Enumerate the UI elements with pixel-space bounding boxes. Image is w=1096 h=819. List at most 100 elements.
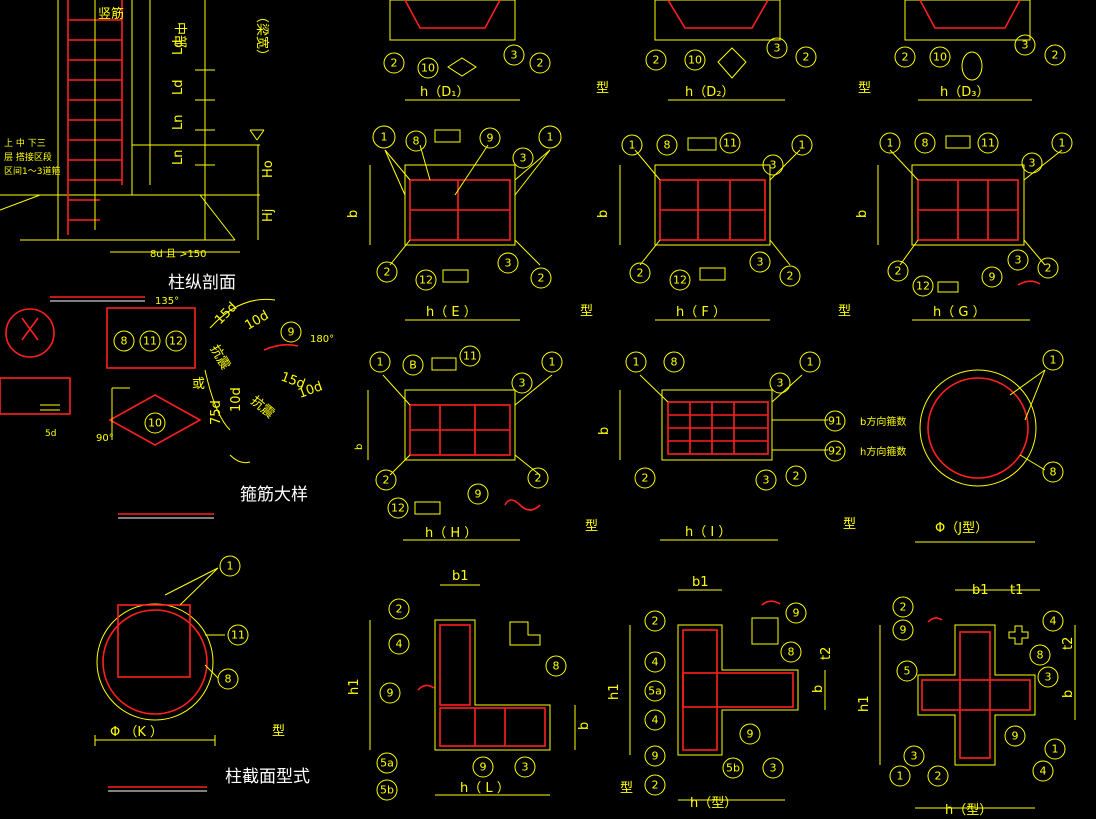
bubble-9: 9 <box>989 271 996 284</box>
label-bd: 8d 且 >150 <box>150 248 207 260</box>
title-section-types: 柱截面型式 <box>225 767 310 787</box>
bubble-9: 9 <box>1012 730 1019 743</box>
bubble-11: 11 <box>981 137 995 150</box>
bubble-9: 9 <box>900 624 907 637</box>
bubble-1: 1 <box>1050 354 1057 367</box>
bubble-3: 3 <box>763 474 770 487</box>
dim-b-f: b <box>596 210 611 218</box>
label-kang-zhen-1: 抗震 <box>207 343 233 373</box>
bubble-3: 3 <box>511 49 518 62</box>
dim-t1-x: t1 <box>1010 583 1023 598</box>
bubble-3: 3 <box>777 377 784 390</box>
bubble-4: 4 <box>1040 765 1047 778</box>
bubble-2: 2 <box>383 474 390 487</box>
label-xing-d1: 型 <box>596 81 609 96</box>
bubble-2: 2 <box>653 54 660 67</box>
bubble-3: 3 <box>911 750 918 763</box>
dim-t2-t: t2 <box>819 647 834 660</box>
dim-b-t: b <box>811 685 826 693</box>
bubble-5a: 5a <box>648 685 662 698</box>
bubble-12: 12 <box>419 274 433 287</box>
label-10d-c: 10d <box>229 387 244 412</box>
bubble-2: 2 <box>935 770 942 783</box>
bubble-5b: 5b <box>380 784 394 797</box>
section-type-d <box>389 0 1032 101</box>
bubble-12: 12 <box>391 502 405 515</box>
label-135: 135° <box>155 296 179 307</box>
bubble-10: 10 <box>148 417 162 430</box>
bubble-1: 1 <box>807 356 814 369</box>
label-zhong-bu: 中部 <box>172 22 187 48</box>
section-type-i <box>619 374 828 541</box>
bubble-1: 1 <box>547 131 554 144</box>
bubble-8: 8 <box>664 139 671 152</box>
title-i: h（ I ） <box>685 525 731 540</box>
bubble-10: 10 <box>933 51 947 64</box>
bubble-8: 8 <box>553 660 560 673</box>
label-180: 180° <box>310 334 334 345</box>
bubble-2: 2 <box>803 51 810 64</box>
label-75d: 75d <box>209 400 224 425</box>
note-mid: 层 搭接区段 <box>4 151 52 163</box>
section-type-h <box>367 357 553 541</box>
bubble-1: 1 <box>227 560 234 573</box>
bubble-2: 2 <box>637 267 644 280</box>
label-huo: 或 <box>192 377 205 392</box>
bubble-5b: 5b <box>726 762 740 775</box>
bubble-12: 12 <box>169 335 183 348</box>
bubble-2: 2 <box>1045 262 1052 275</box>
label-xing-i: 型 <box>843 517 856 532</box>
bubble-2: 2 <box>384 266 391 279</box>
label-xing-h: 型 <box>585 519 598 534</box>
bubble-3: 3 <box>774 42 781 55</box>
title-h: h（ H ） <box>425 526 477 541</box>
bubble-12: 12 <box>673 274 687 287</box>
label-shu-jin: 竖筋 <box>98 6 124 22</box>
dim-h1-x: h1 <box>857 695 872 712</box>
bubble-11: 11 <box>723 137 737 150</box>
label-xing-f: 型 <box>838 304 851 319</box>
bubble-11: 11 <box>231 629 245 642</box>
dim-b-i: b <box>597 427 612 435</box>
bubble-3: 3 <box>1029 157 1036 170</box>
bubble-2: 2 <box>652 779 659 792</box>
bubble-4: 4 <box>1050 615 1057 628</box>
label-kang-zhen-2: 抗震 <box>247 394 277 422</box>
bubble-9: 9 <box>288 326 295 339</box>
bubble-2: 2 <box>895 265 902 278</box>
bubble-9: 9 <box>387 687 394 700</box>
bubble-11: 11 <box>463 350 477 363</box>
dim-b-g: b <box>855 210 870 218</box>
section-type-l <box>369 584 576 796</box>
label-xing-e: 型 <box>580 304 593 319</box>
note-top: 上 中 下三 <box>4 137 46 149</box>
bubble-1: 1 <box>549 356 556 369</box>
section-type-t <box>629 589 826 801</box>
dim-b-h: b <box>354 444 365 450</box>
dim-b-l: b <box>577 722 592 730</box>
section-type-e <box>369 129 551 321</box>
dim-h1-t: h1 <box>607 683 622 700</box>
bubble-8: 8 <box>413 135 420 148</box>
bubble-9: 9 <box>480 761 487 774</box>
bubble-2: 2 <box>391 57 398 70</box>
label-hj: Hj <box>261 209 276 222</box>
bubble-3: 3 <box>1015 254 1022 267</box>
bubble-2: 2 <box>396 603 403 616</box>
bubble-8: 8 <box>1050 466 1057 479</box>
bubble-9: 9 <box>487 132 494 145</box>
bubble-1: 1 <box>1059 137 1066 150</box>
title-t: h（型） <box>690 796 737 811</box>
bubble-10: 10 <box>688 54 702 67</box>
bubble-8: 8 <box>922 137 929 150</box>
dim-b-e: b <box>346 210 361 218</box>
bubble-2: 2 <box>902 51 909 64</box>
bubble-8: 8 <box>1037 649 1044 662</box>
section-type-k <box>94 567 225 746</box>
bubble-2: 2 <box>642 472 649 485</box>
bubble-1: 1 <box>629 139 636 152</box>
bubble-8: 8 <box>788 646 795 659</box>
bubble-2: 2 <box>900 601 907 614</box>
title-d3: h（D₃） <box>940 85 989 100</box>
